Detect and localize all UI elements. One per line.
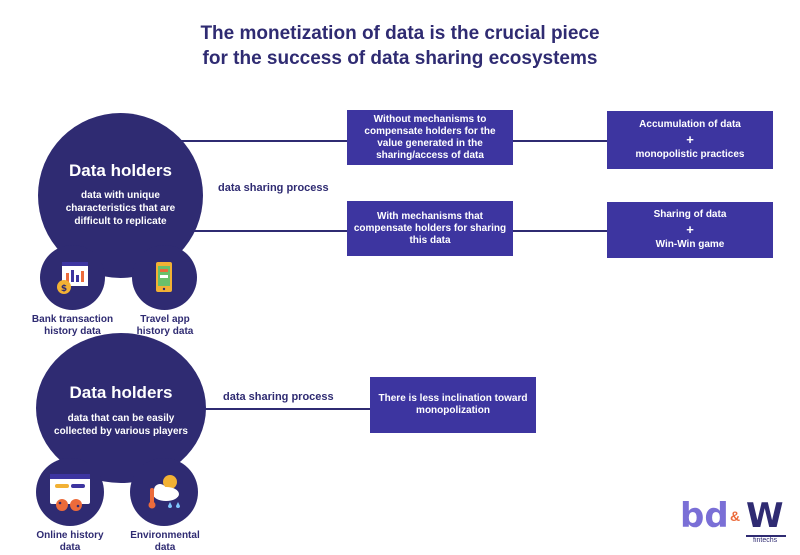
holder-title: Data holders: [69, 161, 172, 180]
monopoly-result-box: Accumulation of data + monopolistic prac…: [607, 111, 773, 169]
plus-icon: +: [686, 132, 694, 147]
logo-bd: bd: [680, 496, 729, 536]
less-monopolization-box: There is less inclination toward monopol…: [370, 377, 536, 433]
svg-text:$: $: [61, 284, 67, 294]
holder-description: data that can be easily collected by var…: [54, 413, 188, 437]
environmental-caption: Environmental data: [130, 530, 200, 553]
winwin-result-box: Sharing of data + Win-Win game: [607, 202, 773, 258]
bank-circle: $: [40, 245, 105, 310]
page-title-line-1: The monetization of data is the crucial …: [200, 23, 600, 44]
bank-caption: Bank transaction history data: [31, 314, 114, 337]
result2-line1: Sharing of data: [653, 209, 727, 220]
result1-line1: Accumulation of data: [639, 119, 741, 130]
browser-icon: [50, 474, 90, 511]
plus-icon: +: [686, 222, 694, 237]
data-holders-circle-top: Data holders data with unique characteri…: [38, 113, 203, 278]
bank-chart-icon: $: [57, 262, 88, 294]
holder-description: data with unique characteristics that ar…: [65, 190, 176, 227]
environmental-circle: [130, 458, 198, 526]
process-label-top: data sharing process: [218, 182, 329, 194]
logo-w: W: [746, 496, 784, 536]
process-label-bottom: data sharing process: [223, 391, 334, 403]
online-circle: [36, 458, 104, 526]
with-mechanisms-box: With mechanisms that compensate holders …: [347, 201, 513, 256]
travel-caption: Travel app history data: [136, 314, 194, 337]
result1-line2: monopolistic practices: [635, 149, 745, 160]
online-caption: Online history data: [36, 530, 104, 553]
result2-line2: Win-Win game: [655, 239, 725, 250]
travel-circle: [132, 245, 197, 310]
logo-amp: &: [730, 508, 741, 524]
logo-underline: [746, 535, 786, 537]
weather-icon: [148, 475, 180, 509]
without-mechanisms-box: Without mechanisms to compensate holders…: [347, 110, 513, 165]
holder-title: Data holders: [69, 383, 173, 402]
bdw-logo: bd & W fintechs: [680, 496, 795, 546]
page-title-line-2: for the success of data sharing ecosyste…: [202, 48, 598, 69]
phone-app-icon: [156, 262, 172, 292]
logo-sub: fintechs: [753, 537, 778, 544]
data-holders-circle-bottom: Data holders data that can be easily col…: [36, 333, 206, 483]
connector-bottom: [170, 408, 370, 410]
